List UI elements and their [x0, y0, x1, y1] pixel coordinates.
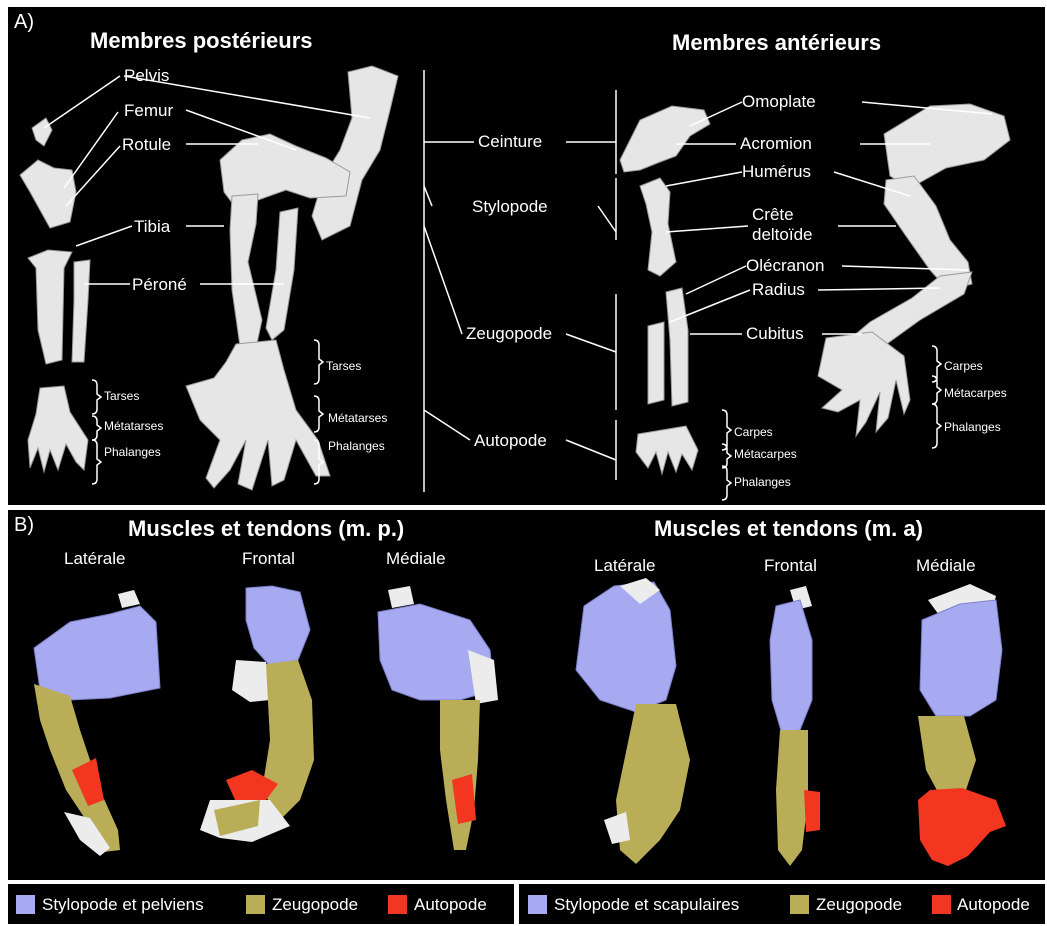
- legend-label-stylopode-pelviens: Stylopode et pelviens: [42, 896, 204, 913]
- hind-medial-muscles: [378, 586, 498, 850]
- fore-muscles-title: Muscles et tendons (m. a): [654, 518, 923, 540]
- legend-label-zeugopode-fore: Zeugopode: [816, 896, 902, 913]
- legend-swatch-zeugopode-hind: [246, 895, 265, 914]
- view-fore-medial: Médiale: [916, 557, 976, 574]
- view-fore-lateral: Latérale: [594, 557, 655, 574]
- hind-frontal-muscles: [200, 586, 314, 842]
- view-hind-frontal: Frontal: [242, 550, 295, 567]
- view-hind-lateral: Latérale: [64, 550, 125, 567]
- panel-b-label: B): [14, 515, 34, 535]
- legend-swatch-autopode-fore: [932, 895, 951, 914]
- fore-medial-muscles: [918, 584, 1006, 866]
- fore-frontal-muscles: [770, 586, 820, 866]
- hind-lateral-muscles: [34, 590, 160, 856]
- hind-muscles-title: Muscles et tendons (m. p.): [128, 518, 404, 540]
- legend-swatch-zeugopode-fore: [790, 895, 809, 914]
- legend-label-autopode-hind: Autopode: [414, 896, 487, 913]
- legend-label-zeugopode-hind: Zeugopode: [272, 896, 358, 913]
- view-hind-medial: Médiale: [386, 550, 446, 567]
- legend-label-autopode-fore: Autopode: [957, 896, 1030, 913]
- legend-swatch-stylopode-pelviens: [16, 895, 35, 914]
- fore-lateral-muscles: [576, 578, 690, 864]
- legend-swatch-stylopode-scapulaires: [528, 895, 547, 914]
- legend-label-stylopode-scapulaires: Stylopode et scapulaires: [554, 896, 739, 913]
- view-fore-frontal: Frontal: [764, 557, 817, 574]
- legend-swatch-autopode-hind: [388, 895, 407, 914]
